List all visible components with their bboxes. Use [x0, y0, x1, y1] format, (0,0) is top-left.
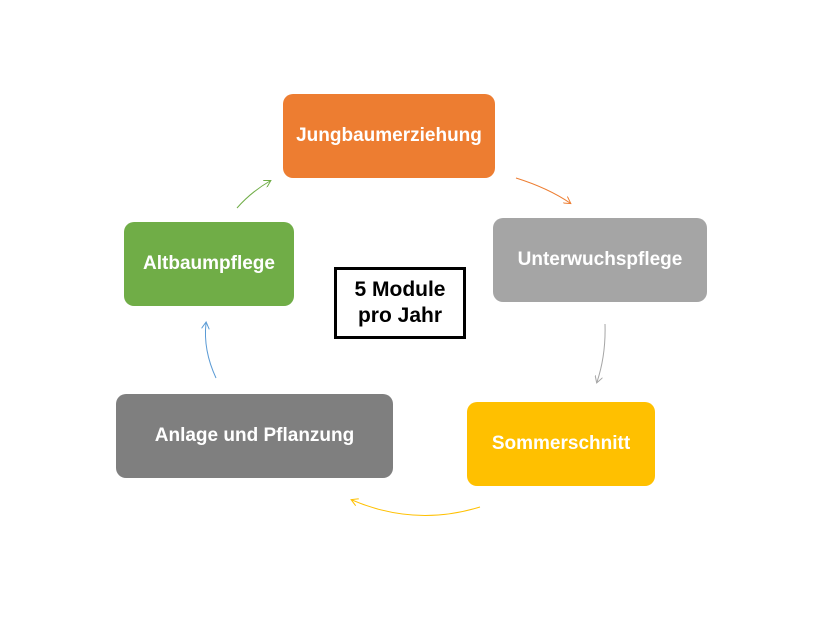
node-label: Altbaumpflege	[143, 253, 275, 274]
arrow-unter-to-sommer	[597, 323, 606, 382]
node-label: Sommerschnitt	[491, 433, 631, 454]
center-label-box: 5 Module pro Jahr	[334, 267, 466, 339]
node-altbaumpflege: Altbaumpflege	[124, 222, 294, 306]
arrow-jung-to-unter	[515, 177, 570, 203]
center-label-line-1: 5 Module	[354, 278, 446, 301]
center-label-line-2: pro Jahr	[357, 304, 443, 327]
node-label: Jungbaumerziehung	[296, 125, 482, 146]
arrow-alt-to-jung	[236, 181, 270, 209]
node-unterwuchspflege: Unterwuchspflege	[493, 218, 707, 302]
node-jungbaumerziehung: Jungbaumerziehung	[283, 94, 495, 178]
node-anlage-und-pflanzung: Anlage und Pflanzung	[116, 394, 393, 478]
node-sommerschnitt: Sommerschnitt	[467, 402, 655, 486]
arrow-sommer-to-anlage	[352, 500, 481, 517]
node-label: Anlage und Pflanzung	[154, 425, 355, 446]
node-label: Unterwuchspflege	[517, 249, 683, 270]
arrow-anlage-to-alt	[205, 323, 217, 379]
